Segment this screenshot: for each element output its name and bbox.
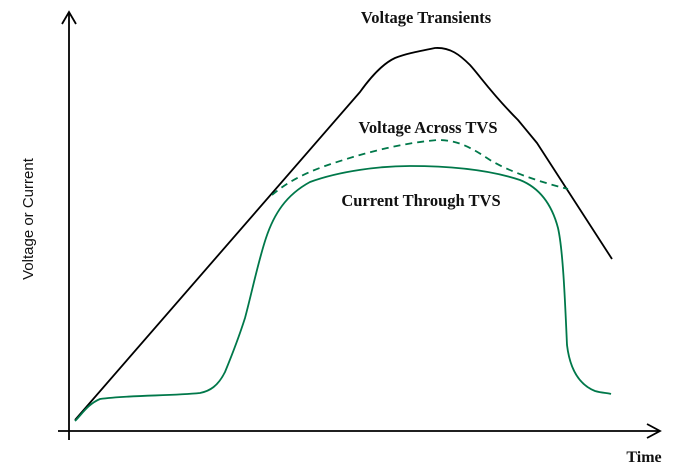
series-current-through-tvs [74,165,612,422]
y-axis-arrow-icon [61,10,77,25]
label-current-through-tvs: Current Through TVS [341,191,500,210]
x-axis-label: Time [626,449,661,466]
label-voltage-transients: Voltage Transients [361,8,492,27]
label-voltage-across-tvs: Voltage Across TVS [358,118,497,137]
x-axis-arrow-icon [646,423,662,439]
series-voltage-across-tvs [271,139,569,196]
y-axis-label: Voltage or Current [20,157,37,280]
axes [58,10,662,440]
series-voltage-transients [74,47,613,421]
